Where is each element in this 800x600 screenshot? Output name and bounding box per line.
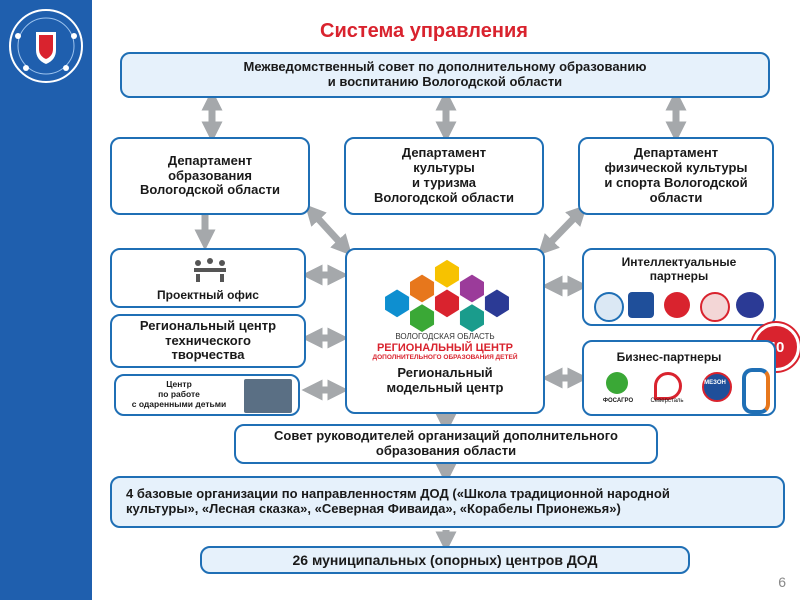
- dept-culture-text: Департамент культуры и туризма Вологодск…: [374, 145, 514, 205]
- dept-education-text: Департамент образования Вологодской обла…: [140, 152, 280, 198]
- intellectual-partners-box: Интеллектуальные партнеры: [582, 248, 776, 326]
- regional-center-region: ВОЛОГОДСКАЯ ОБЛАСТЬ: [395, 332, 495, 341]
- council-text: Межведомственный совет по дополнительном…: [243, 59, 647, 89]
- gifted-center-image: [244, 379, 292, 413]
- arrow-sport-center: [537, 204, 588, 256]
- phosagro-logo-icon: [606, 372, 628, 394]
- municipal-centers-box: 26 муниципальных (опорных) центров ДОД: [200, 546, 690, 574]
- phosagro-label: ФОСАГРО: [602, 398, 634, 404]
- partner-logo-1: [594, 292, 624, 322]
- project-office-box: Проектный офис: [110, 248, 306, 308]
- regional-center-box: ВОЛОГОДСКАЯ ОБЛАСТЬ РЕГИОНАЛЬНЫЙ ЦЕНТР Д…: [345, 248, 545, 414]
- mezon-label: МЕЗОН: [704, 380, 726, 386]
- mezon-logo-icon: [702, 372, 732, 402]
- gifted-center-box: Центр по работе с одаренными детьми: [114, 374, 300, 416]
- municipal-centers-text: 26 муниципальных (опорных) центров ДОД: [292, 552, 598, 568]
- tech-center-box: Региональный центр технического творчест…: [110, 314, 306, 368]
- dept-education-box: Департамент образования Вологодской обла…: [110, 137, 310, 215]
- dept-sport-text: Департамент физической культуры и спорта…: [604, 145, 748, 205]
- regional-center-name: РЕГИОНАЛЬНЫЙ ЦЕНТР: [376, 342, 514, 354]
- partner-logo-4: [700, 292, 730, 322]
- base-organizations-text: 4 базовые организации по направленностям…: [126, 486, 670, 516]
- dept-culture-box: Департамент культуры и туризма Вологодск…: [344, 137, 544, 215]
- heads-council-box: Совет руководителей организаций дополнит…: [234, 424, 658, 464]
- intellectual-partners-title: Интеллектуальные партнеры: [621, 255, 737, 283]
- interdepartmental-council-box: Межведомственный совет по дополнительном…: [120, 52, 770, 98]
- region-emblem-icon: [9, 9, 83, 83]
- partner-logo-3: [664, 292, 690, 318]
- meeting-icon: [194, 258, 226, 282]
- dept-sport-box: Департамент физической культуры и спорта…: [578, 137, 774, 215]
- tech-center-text: Региональный центр технического творчест…: [139, 317, 277, 363]
- partner-logo-2: [628, 292, 654, 318]
- regional-center-sub: ДОПОЛНИТЕЛЬНОГО ОБРАЗОВАНИЯ ДЕТЕЙ: [372, 354, 518, 361]
- project-office-text: Проектный офис: [157, 288, 259, 302]
- sidebar-band: [0, 0, 92, 600]
- gifted-center-text: Центр по работе с одаренными детьми: [131, 379, 227, 409]
- page-title: Система управления: [320, 20, 528, 42]
- page-number: 6: [778, 574, 786, 590]
- severstal-label: Северсталь: [650, 398, 684, 404]
- partner-logo-5: [736, 292, 764, 318]
- regional-center-logo: [385, 259, 509, 332]
- base-organizations-box: 4 базовые организации по направленностям…: [110, 476, 785, 528]
- business-partners-title: Бизнес-партнеры: [616, 350, 722, 364]
- regional-center-label: Региональный модельный центр: [386, 365, 504, 395]
- severstal-logo-icon: [654, 372, 682, 400]
- arrow-education-center: [304, 204, 353, 256]
- rostelecom-logo-icon: [742, 368, 770, 414]
- business-partners-box: Бизнес-партнеры ФОСАГРО Северсталь МЕЗОН: [582, 340, 776, 416]
- heads-council-text: Совет руководителей организаций дополнит…: [274, 428, 618, 458]
